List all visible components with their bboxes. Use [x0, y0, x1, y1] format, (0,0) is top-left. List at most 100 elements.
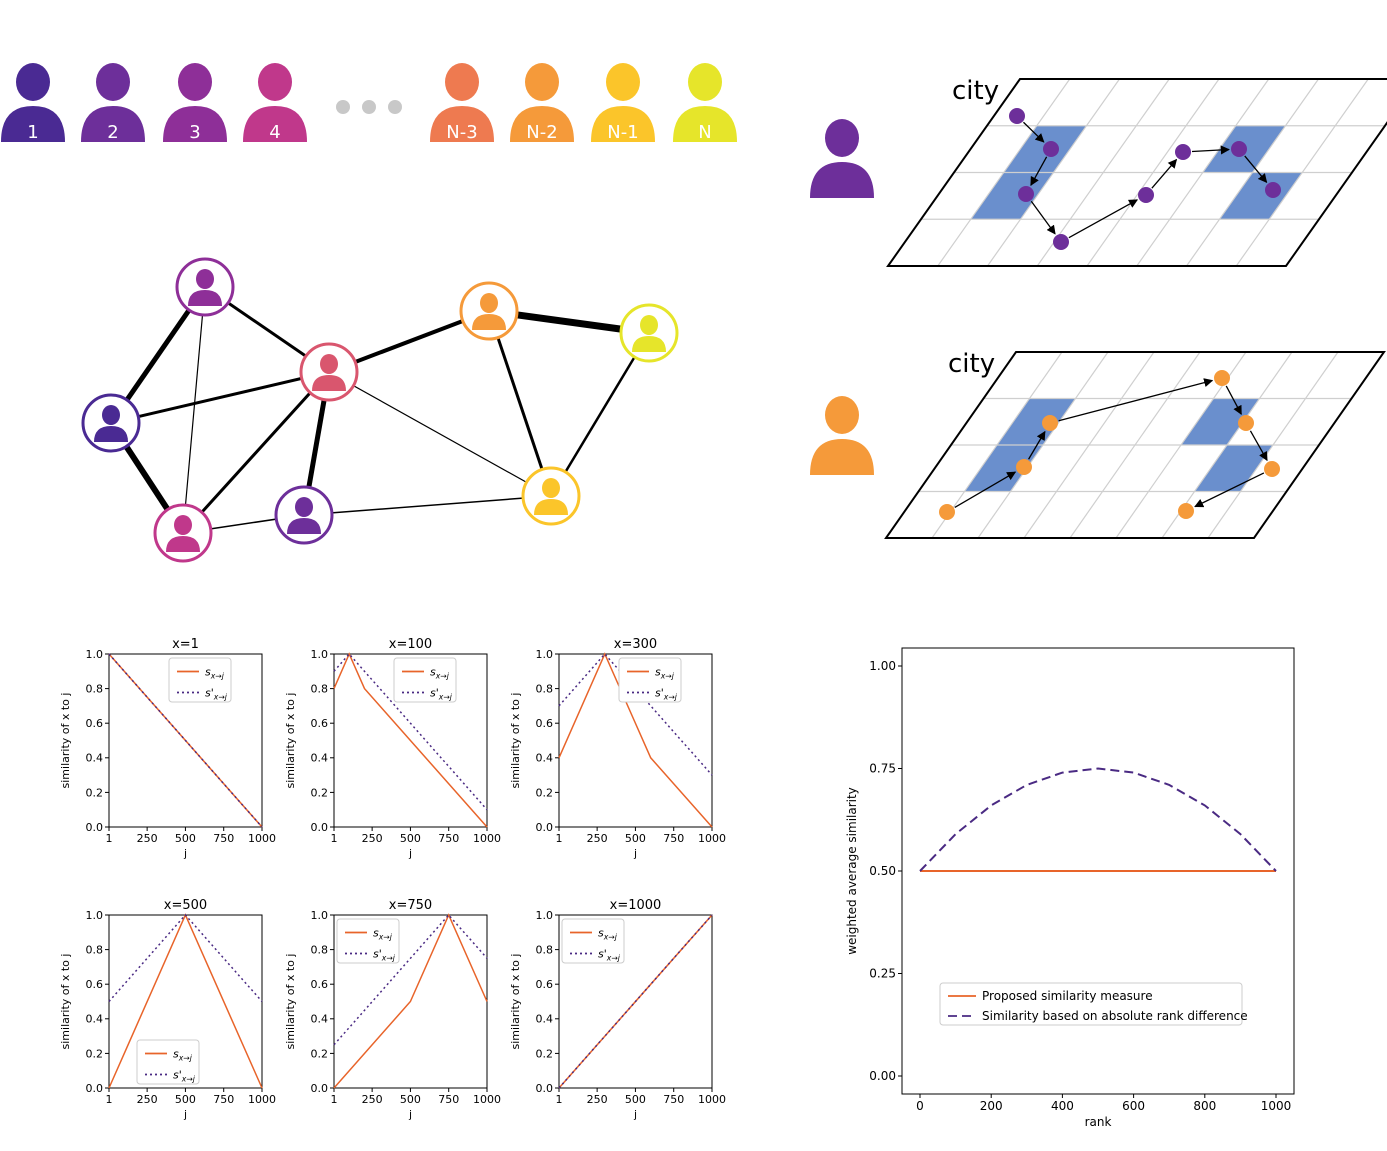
- x-tick-label: 1000: [248, 1093, 276, 1106]
- series-line-secondary: [919, 767, 1277, 872]
- legend-box: [168, 657, 232, 703]
- person-label: N-3: [446, 122, 477, 143]
- visit-point: [1175, 144, 1191, 160]
- person-label: 4: [269, 122, 280, 143]
- chart-legend: sx→js'x→j: [393, 657, 457, 703]
- chart-title: x=500: [164, 898, 207, 913]
- y-tick-label: 0.6: [86, 978, 104, 991]
- y-tick-label: 0.4: [86, 752, 104, 765]
- x-tick-label: 750: [213, 832, 234, 845]
- y-tick-label: 1.0: [536, 909, 554, 922]
- visit-point: [1214, 370, 1230, 386]
- y-tick-label: 0.0: [536, 1082, 554, 1095]
- x-tick-label: 1: [331, 1093, 338, 1106]
- y-tick-label: 0.2: [311, 786, 329, 799]
- person-icon: 4: [243, 63, 307, 143]
- visit-point: [939, 504, 955, 520]
- x-tick-label: 250: [587, 1093, 608, 1106]
- city-label: city: [948, 349, 995, 379]
- visit-point: [1138, 187, 1154, 203]
- x-axis-label: j: [183, 1108, 187, 1121]
- x-tick-label: 1: [556, 832, 563, 845]
- y-tick-label: 0.6: [86, 717, 104, 730]
- y-tick-label: 0.4: [86, 1013, 104, 1026]
- y-tick-label: 0.0: [536, 821, 554, 834]
- legend-label: s'x→j: [373, 948, 396, 963]
- person-icon: 1: [1, 63, 65, 143]
- x-tick-label: 1000: [1261, 1099, 1292, 1113]
- x-tick-label: 500: [175, 1093, 196, 1106]
- chart-title: x=1000: [610, 898, 662, 913]
- trajectory-arrows: [1023, 121, 1268, 239]
- y-tick-label: 0.50: [869, 864, 896, 878]
- y-tick-label: 1.0: [311, 648, 329, 661]
- x-tick-label: 800: [1193, 1099, 1216, 1113]
- x-tick-label: 400: [1051, 1099, 1074, 1113]
- legend-label: sx→j: [430, 666, 450, 681]
- y-tick-label: 0.00: [869, 1069, 896, 1083]
- legend-box: [561, 918, 625, 964]
- y-tick-label: 0.8: [536, 943, 554, 956]
- y-axis-label: similarity of x to j: [509, 693, 522, 789]
- person-icon: N-2: [510, 63, 574, 143]
- chart-legend: sx→js'x→j: [168, 657, 232, 703]
- y-tick-label: 0.6: [536, 717, 554, 730]
- person-label: N-1: [607, 122, 638, 143]
- chart-title: x=300: [614, 637, 657, 652]
- x-tick-label: 1000: [473, 832, 501, 845]
- visit-point: [1018, 186, 1034, 202]
- x-tick-label: 750: [213, 1093, 234, 1106]
- y-axis-label: similarity of x to j: [59, 954, 72, 1050]
- series-line-primary: [333, 652, 488, 828]
- y-axis-label: similarity of x to j: [284, 693, 297, 789]
- network-node: [274, 485, 334, 545]
- user-icon: [810, 119, 874, 198]
- y-tick-label: 0.8: [311, 682, 329, 695]
- city-label: city: [952, 76, 999, 106]
- visit-point: [1043, 141, 1059, 157]
- person-label: 2: [107, 122, 118, 143]
- y-tick-label: 0.2: [86, 786, 104, 799]
- chart-title: x=750: [389, 898, 432, 913]
- y-tick-label: 1.0: [86, 648, 104, 661]
- x-tick-label: 250: [137, 1093, 158, 1106]
- city-border: [886, 78, 1387, 267]
- legend-label: sx→j: [598, 927, 618, 942]
- legend-label: sx→j: [205, 666, 225, 681]
- y-axis-label: similarity of x to j: [284, 954, 297, 1050]
- legend-box: [393, 657, 457, 703]
- legend-label: sx→j: [373, 927, 393, 942]
- trajectory-points: [1009, 108, 1281, 250]
- network-node: [299, 342, 359, 402]
- x-tick-label: 1: [331, 832, 338, 845]
- y-tick-label: 0.4: [311, 1013, 329, 1026]
- x-tick-label: 1: [106, 1093, 113, 1106]
- y-tick-label: 1.0: [86, 909, 104, 922]
- city-grid: [921, 78, 1385, 267]
- network-nodes: [81, 257, 679, 563]
- network-node: [153, 503, 213, 563]
- y-tick-label: 0.8: [86, 943, 104, 956]
- series-line-secondary: [333, 913, 488, 1046]
- legend-box: [136, 1039, 200, 1085]
- series-line-secondary: [333, 652, 488, 811]
- x-tick-label: 500: [400, 832, 421, 845]
- network-node: [175, 257, 235, 317]
- city-panel-top: city: [810, 76, 1387, 267]
- legend-label: s'x→j: [598, 948, 621, 963]
- x-axis-label: j: [633, 1108, 637, 1121]
- y-tick-label: 0.4: [536, 1013, 554, 1026]
- visit-point: [1265, 182, 1281, 198]
- legend-box: [618, 657, 682, 703]
- y-axis-label: similarity of x to j: [509, 954, 522, 1050]
- trajectory-points: [939, 370, 1280, 520]
- city-panel-bottom: city: [810, 349, 1386, 539]
- x-tick-label: 500: [400, 1093, 421, 1106]
